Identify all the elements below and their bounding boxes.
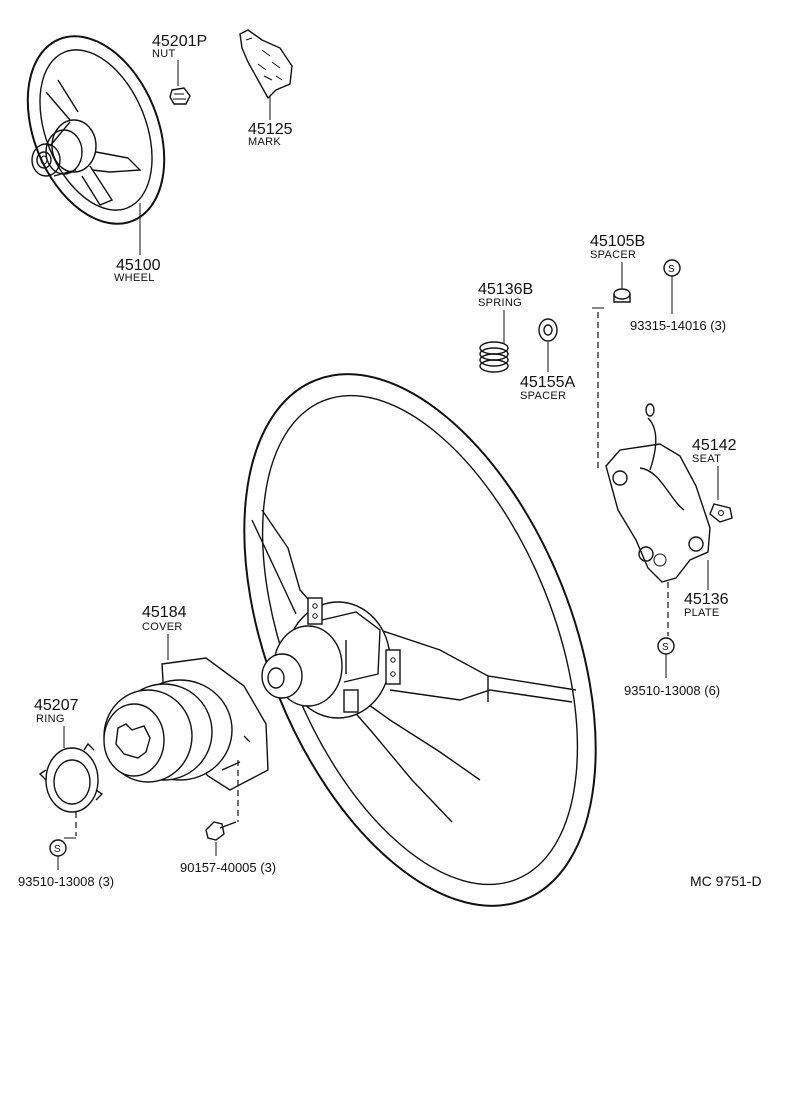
plate-part-name: PLATE bbox=[684, 607, 720, 619]
spring-part-name: SPRING bbox=[478, 297, 522, 309]
bolt-part-number: 90157-40005 (3) bbox=[180, 860, 276, 875]
s-symbol-2: S bbox=[657, 637, 675, 655]
spring-part-number: 45136B bbox=[478, 281, 533, 298]
screw-3-part-number: 93510-13008 (3) bbox=[18, 874, 114, 889]
spacer-a-part-name: SPACER bbox=[520, 390, 566, 402]
mark-part-number: 45125 bbox=[248, 121, 293, 138]
spacer-b-part-number: 45105B bbox=[590, 233, 645, 250]
s-symbol-1: S bbox=[663, 259, 681, 277]
ring-part-number: 45207 bbox=[34, 697, 79, 714]
svg-text:S: S bbox=[662, 642, 669, 653]
svg-text:S: S bbox=[54, 844, 61, 855]
nut-part-number: 45201P bbox=[152, 33, 207, 50]
diagram-reference: MC 9751-D bbox=[690, 873, 762, 889]
mark-drawing bbox=[239, 29, 293, 100]
ring-drawing bbox=[38, 742, 104, 813]
spacer-a-drawing bbox=[538, 318, 558, 342]
plate-drawing bbox=[605, 403, 711, 583]
small-wheel-drawing bbox=[26, 35, 166, 225]
wheel-part-number: 45100 bbox=[116, 257, 161, 274]
seat-part-number: 45142 bbox=[692, 437, 737, 454]
plate-part-number: 45136 bbox=[684, 591, 729, 608]
large-wheel-drawing bbox=[243, 373, 597, 907]
svg-text:S: S bbox=[668, 264, 675, 275]
cover-part-number: 45184 bbox=[142, 604, 187, 621]
spacer-a-part-number: 45155A bbox=[520, 374, 575, 391]
s-symbol-3: S bbox=[49, 839, 67, 857]
screw-2-part-number: 93510-13008 (6) bbox=[624, 683, 720, 698]
seat-drawing bbox=[709, 503, 733, 523]
spacer-b-part-name: SPACER bbox=[590, 249, 636, 261]
screw-1-part-number: 93315-14016 (3) bbox=[630, 318, 726, 333]
ring-part-name: RING bbox=[36, 713, 65, 725]
mark-part-name: MARK bbox=[248, 136, 281, 148]
nut-drawing bbox=[169, 87, 191, 105]
cover-part-name: COVER bbox=[142, 621, 183, 633]
bolt-drawing bbox=[205, 821, 237, 841]
nut-part-name: NUT bbox=[152, 48, 176, 60]
cover-drawing bbox=[103, 657, 269, 791]
spring-drawing bbox=[479, 341, 509, 373]
wheel-part-name: WHEEL bbox=[114, 272, 155, 284]
seat-part-name: SEAT bbox=[692, 453, 721, 465]
spacer-b-drawing bbox=[613, 288, 631, 303]
